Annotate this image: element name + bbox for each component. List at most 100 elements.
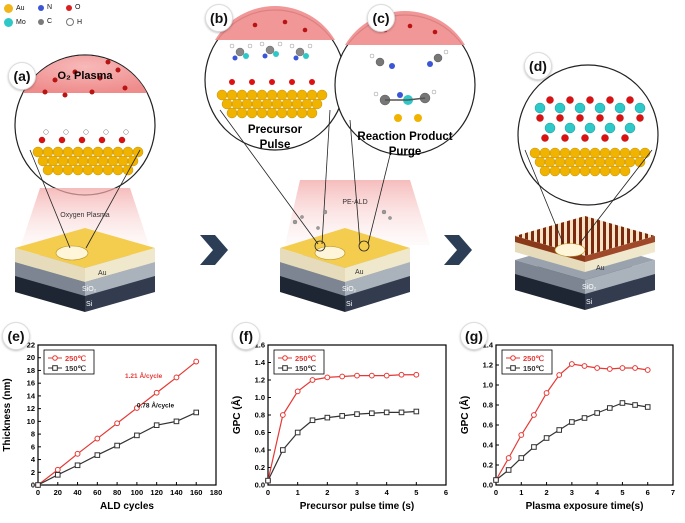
data-point: [74, 450, 81, 457]
y-tick-label: 16: [27, 379, 35, 388]
x-tick-label: 120: [150, 488, 163, 497]
legend-n: N: [38, 4, 52, 11]
y-tick-label: 18: [27, 366, 35, 375]
legend-label: Mo: [16, 19, 26, 26]
data-point: [294, 429, 301, 436]
mo-atom-icon: [4, 18, 13, 27]
data-point: [518, 432, 525, 438]
precursor-caption-2: Pulse: [260, 139, 291, 151]
data-point: [339, 373, 346, 380]
x-tick-label: 60: [93, 488, 101, 497]
x-tick-label: 7: [671, 488, 675, 497]
legend-marker: [282, 365, 288, 371]
data-point: [193, 358, 200, 365]
h-atom-icon: [66, 18, 74, 26]
x-tick-label: 0: [494, 488, 498, 497]
y-tick-label: 2: [31, 468, 35, 477]
y-tick-label: 20: [27, 353, 35, 362]
legend-mo: Mo: [4, 18, 26, 27]
x-tick-label: 6: [444, 488, 448, 497]
panel-d-illustration: Au SiO₂ Si: [515, 64, 659, 310]
y-tick-label: 4: [31, 455, 36, 464]
substrate-stack-d: Au SiO₂ Si: [515, 216, 655, 310]
legend-label: O: [75, 4, 81, 11]
y-axis-label: GPC (Å): [458, 396, 471, 434]
data-point: [594, 365, 601, 371]
y-tick-label: 1.0: [255, 393, 265, 402]
x-tick-label: 20: [54, 488, 62, 497]
legend-label: 250℃: [295, 354, 317, 363]
y-tick-label: 0.4: [483, 441, 494, 450]
y-tick-label: 1.0: [483, 381, 493, 390]
x-axis-label: ALD cycles: [100, 501, 154, 512]
data-point: [398, 371, 405, 378]
si-layer-label: Si: [346, 301, 353, 308]
legend-label: 150℃: [295, 364, 317, 373]
au-lattice-a: [32, 129, 144, 176]
data-point: [619, 365, 626, 371]
x-axis-label: Plasma exposure time(s): [526, 501, 644, 512]
data-point: [173, 374, 180, 381]
x-tick-label: 4: [385, 488, 390, 497]
x-tick-label: 2: [544, 488, 548, 497]
series-line: [267, 410, 417, 481]
precursor-caption-1: Precursor: [248, 124, 303, 136]
y-axis-label: Thickness (nm): [2, 378, 13, 451]
data-point: [309, 417, 316, 424]
data-point: [54, 466, 61, 473]
data-point: [354, 372, 360, 379]
data-point: [265, 477, 271, 484]
plasma-beam-a: [20, 188, 150, 248]
x-tick-label: 4: [595, 488, 600, 497]
o2-plasma-label: O₂ Plasma: [57, 70, 113, 82]
x-tick-label: 40: [73, 488, 81, 497]
y-tick-label: 12: [27, 404, 35, 413]
legend-au: Au: [4, 4, 25, 13]
series-line: [495, 402, 648, 481]
au-layer-label: Au: [98, 270, 107, 277]
pe-ald-label: PE-ALD: [342, 199, 367, 206]
x-tick-label: 160: [190, 488, 203, 497]
legend-marker: [510, 355, 516, 361]
y-tick-label: 1.2: [255, 376, 265, 385]
data-point: [644, 404, 651, 410]
legend-label: Au: [16, 5, 25, 12]
process-schematic: O₂ Plasma Oxygen Plasma: [14, 6, 659, 312]
x-tick-label: 2: [325, 488, 329, 497]
y-tick-label: 0.6: [255, 428, 265, 437]
data-point: [114, 420, 121, 427]
data-point: [324, 414, 331, 421]
data-point: [569, 419, 575, 425]
y-tick-label: 0.6: [483, 421, 493, 430]
panel-a-illustration: O₂ Plasma Oxygen Plasma: [14, 54, 156, 312]
data-point: [279, 412, 286, 418]
y-tick-label: 0.2: [483, 461, 493, 470]
y-tick-label: 0.2: [255, 463, 265, 472]
panel-c-label: (c): [367, 4, 395, 32]
au-layer-label: Au: [596, 265, 605, 272]
au-lattice-d: [529, 147, 651, 177]
y-tick-label: 6: [31, 442, 35, 451]
x-tick-label: 0: [36, 488, 40, 497]
legend-label: 250℃: [65, 354, 87, 363]
y-axis-label: GPC (Å): [230, 396, 243, 434]
legend-marker: [510, 365, 516, 371]
chart-e-label: (e): [2, 322, 30, 350]
data-point: [294, 388, 301, 395]
n-atom-icon: [38, 4, 44, 11]
data-point: [74, 462, 81, 469]
substrate-stack-b: Au SiO₂ Si: [280, 228, 410, 312]
data-point: [339, 413, 345, 419]
chart-g-label: (g): [460, 322, 488, 350]
legend-marker: [52, 365, 58, 371]
data-point: [543, 435, 550, 441]
panel-a-label: (a): [8, 62, 36, 90]
data-point: [114, 442, 120, 449]
o-atom-icon: [66, 4, 72, 11]
substrate-stack-a: Au SiO₂ Si: [15, 228, 155, 312]
x-tick-label: 0: [266, 488, 270, 497]
data-point: [54, 472, 61, 478]
data-point: [193, 409, 200, 416]
